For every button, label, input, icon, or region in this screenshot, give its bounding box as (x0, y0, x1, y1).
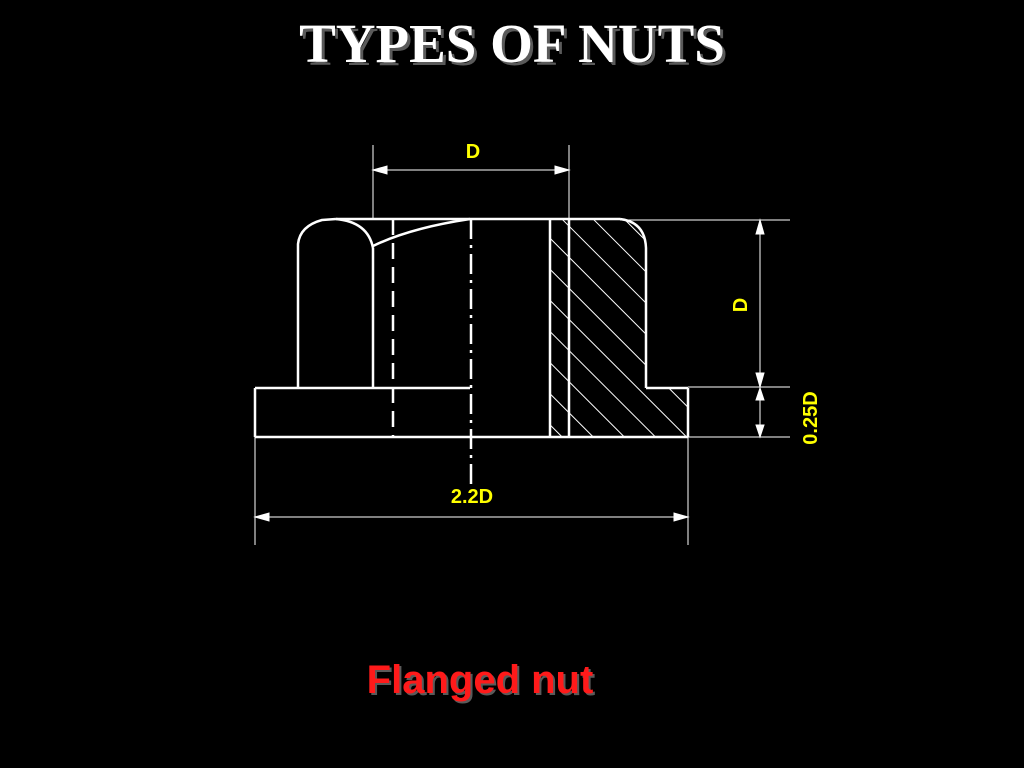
dimension-top-width (371, 145, 571, 219)
dimension-body-height (620, 218, 790, 389)
page-title: TYPES OF NUTS (299, 13, 725, 74)
diagram-caption: Flanged nut (366, 658, 594, 702)
dimension-label-top-width: D (466, 141, 480, 163)
dimension-label-flange-thickness: 0.25D (800, 391, 822, 444)
section-hatch (550, 219, 688, 437)
dimension-label-body-height: D (730, 298, 752, 312)
dimension-flange-thickness (688, 386, 790, 439)
dimension-label-flange-width: 2.2D (451, 486, 493, 508)
dimension-flange-width (253, 437, 690, 545)
